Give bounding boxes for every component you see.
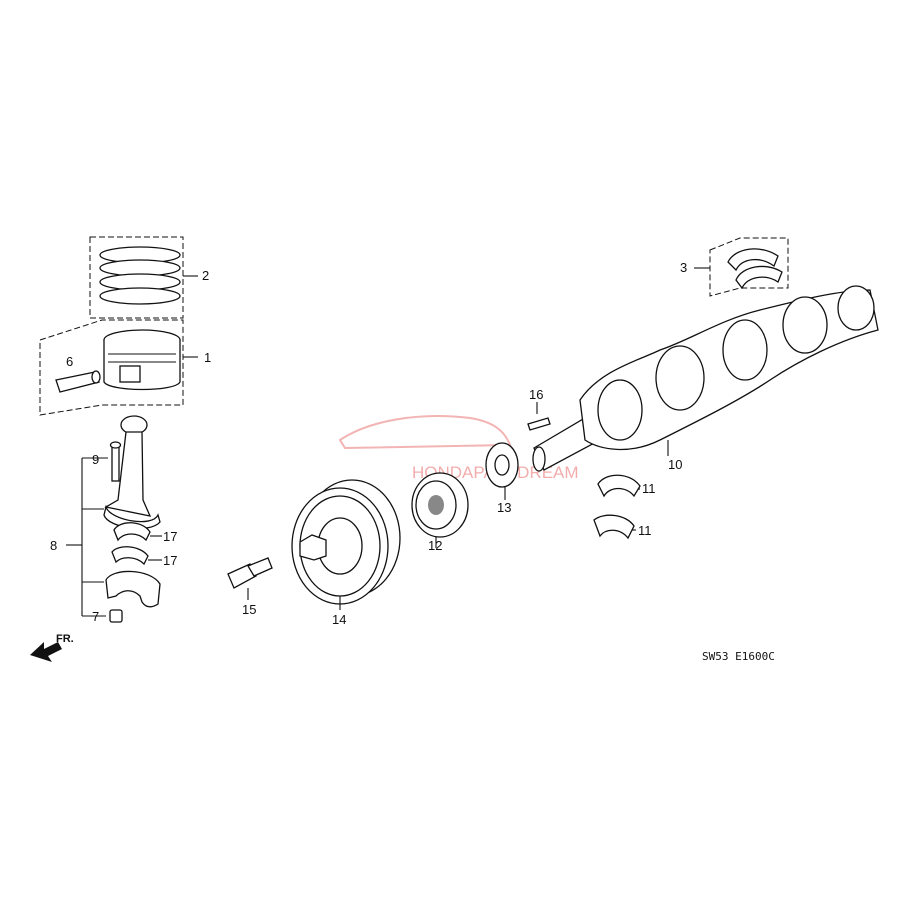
front-direction-arrow: FR. xyxy=(30,633,74,662)
piston-rings[interactable] xyxy=(89,236,198,319)
piston[interactable] xyxy=(39,319,198,416)
rod-cap[interactable] xyxy=(105,570,161,608)
rod-bolt[interactable] xyxy=(109,441,122,482)
callout-thrust-washers: 3 xyxy=(680,260,687,275)
pulley-bolt[interactable] xyxy=(227,557,273,600)
direction-label: FR. xyxy=(56,633,74,645)
thrust-washers[interactable] xyxy=(694,237,789,297)
rod-nut[interactable] xyxy=(109,609,123,623)
callout-crank-pulley: 14 xyxy=(332,612,346,627)
main-bearing-upper[interactable] xyxy=(597,474,641,498)
callout-main-bearing-upper: 11 xyxy=(642,481,656,496)
callout-rod-bolt: 9 xyxy=(92,452,99,467)
diagram-code: SW53 E1600C xyxy=(702,650,775,663)
callout-main-bearing-lower: 11 xyxy=(638,523,652,538)
crankshaft[interactable] xyxy=(532,285,879,472)
callout-drive-pulley: 12 xyxy=(428,538,442,553)
callout-piston-rings: 2 xyxy=(202,268,209,283)
callout-piston-pin: 6 xyxy=(66,354,73,369)
callout-rod-bearing-lower: 17 xyxy=(163,553,177,568)
callout-crankshaft: 10 xyxy=(668,457,682,472)
main-bearing-lower[interactable] xyxy=(593,514,636,540)
rod-bearing-upper[interactable] xyxy=(113,522,162,542)
callout-connecting-rod: 8 xyxy=(50,538,57,553)
callout-pulley-bolt: 15 xyxy=(242,602,256,617)
callout-rod-bearing-upper: 17 xyxy=(163,529,177,544)
crank-sensor-plate[interactable] xyxy=(485,442,519,500)
connecting-rod[interactable] xyxy=(66,415,161,617)
callout-piston: 1 xyxy=(204,350,211,365)
crank-pulley[interactable] xyxy=(291,479,401,610)
callout-rod-nut: 7 xyxy=(92,609,99,624)
rod-bearing-lower[interactable] xyxy=(111,546,162,566)
timing-belt-drive-pulley[interactable] xyxy=(411,472,469,548)
callout-sensor-plate: 13 xyxy=(497,500,511,515)
callout-woodruff-key: 16 xyxy=(529,387,543,402)
woodruff-key[interactable] xyxy=(527,402,551,431)
piston-pin[interactable] xyxy=(55,370,101,393)
